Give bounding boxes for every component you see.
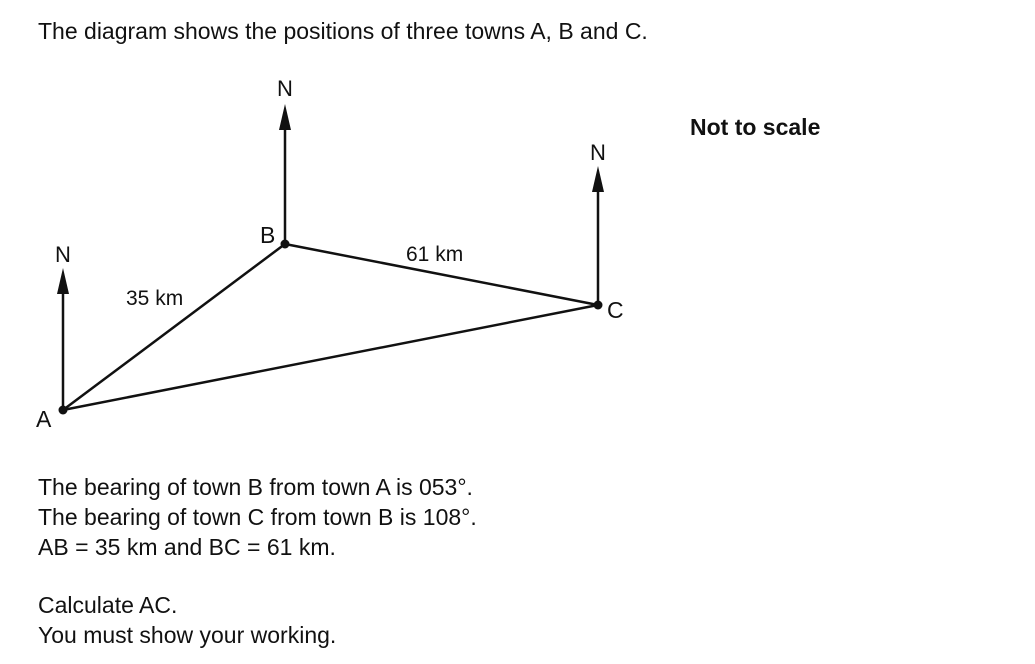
- north-label-b: N: [277, 76, 293, 101]
- fact-distances: AB = 35 km and BC = 61 km.: [38, 534, 336, 560]
- side-ab: [62, 242, 286, 412]
- north-label-a: N: [55, 242, 71, 267]
- town-point-c: [593, 300, 603, 310]
- side-ac: [62, 303, 599, 412]
- north-arrow-b: [279, 104, 291, 244]
- town-point-b: [280, 239, 290, 249]
- task-text: Calculate AC. You must show your working…: [38, 590, 336, 650]
- north-arrow-a: [57, 268, 69, 410]
- town-point-a: [58, 405, 68, 415]
- fact-bearing-b-from-a: The bearing of town B from town A is 053…: [38, 474, 473, 500]
- task-show-working: You must show your working.: [38, 622, 337, 648]
- distance-label-ab: 35 km: [126, 287, 183, 310]
- north-arrow-c: [592, 166, 604, 305]
- given-facts: The bearing of town B from town A is 053…: [38, 472, 477, 562]
- not-to-scale-label: Not to scale: [690, 114, 821, 140]
- side-bc: [284, 242, 599, 307]
- north-label-c: N: [590, 140, 606, 165]
- distance-label-bc: 61 km: [406, 243, 463, 266]
- town-label-b: B: [260, 222, 275, 248]
- fact-bearing-c-from-b: The bearing of town C from town B is 108…: [38, 504, 477, 530]
- town-label-c: C: [607, 297, 624, 323]
- task-calculate: Calculate AC.: [38, 592, 178, 618]
- intro-text: The diagram shows the positions of three…: [38, 18, 648, 44]
- town-label-a: A: [36, 406, 52, 432]
